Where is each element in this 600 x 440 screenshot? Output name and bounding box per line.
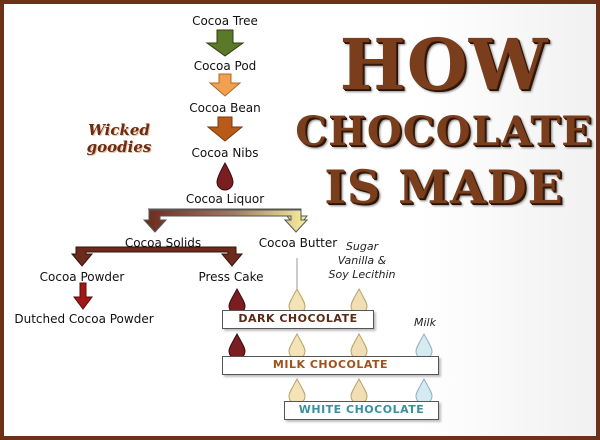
label-milk: Milk <box>414 316 436 329</box>
title-how: HOW <box>339 23 549 106</box>
arrow-solids-split <box>70 246 244 267</box>
label-cocoa-liquor: Cocoa Liquor <box>185 192 265 206</box>
label-cocoa-nibs: Cocoa Nibs <box>191 146 259 160</box>
logo-line1: Wicked <box>88 121 150 139</box>
label-cocoa-pod: Cocoa Pod <box>193 59 257 73</box>
label-sugar: Sugar <box>345 240 379 253</box>
logo-line2: goodies <box>86 138 152 156</box>
dark-chocolate-bar: DARK CHOCOLATE <box>222 310 374 329</box>
white-chocolate-bar: WHITE CHOCOLATE <box>284 401 439 420</box>
arrow-pod-to-bean <box>208 73 242 97</box>
title-chocolate: CHOCOLATE <box>295 108 593 155</box>
label-cocoa-tree: Cocoa Tree <box>192 14 258 28</box>
label-cocoa-butter: Cocoa Butter <box>258 236 338 250</box>
additive-labels: Sugar Vanilla & Soy Lecithin <box>328 240 395 282</box>
liquor-drop <box>216 161 234 191</box>
arrow-liquor-split-body <box>142 209 309 233</box>
label-soy-lecithin: Soy Lecithin <box>328 268 396 281</box>
label-cocoa-solids: Cocoa Solids <box>124 236 202 250</box>
label-press-cake: Press Cake <box>198 270 264 284</box>
arrow-bean-to-nibs <box>206 116 244 142</box>
flow-diagram <box>70 29 433 405</box>
label-vanilla: Vanilla & <box>337 254 387 267</box>
title-is-made: IS MADE <box>324 160 564 214</box>
wicked-goodies-logo: Wicked goodies <box>80 122 158 156</box>
label-cocoa-bean: Cocoa Bean <box>189 101 261 115</box>
milk-chocolate-bar: MILK CHOCOLATE <box>222 356 439 375</box>
label-cocoa-powder: Cocoa Powder <box>39 270 125 284</box>
label-dutched-cocoa-powder: Dutched Cocoa Powder <box>14 312 154 326</box>
arrow-powder-to-dutched <box>73 282 93 310</box>
arrow-tree-to-pod <box>205 29 245 57</box>
